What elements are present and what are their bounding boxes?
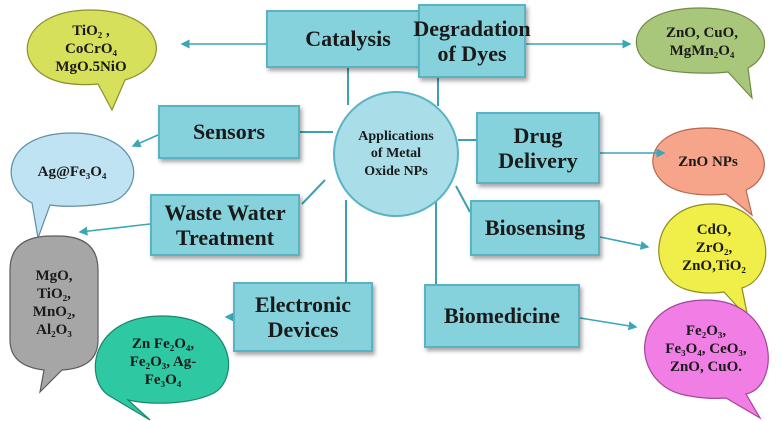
bubble-waste: [9, 235, 99, 394]
box-waste-water-treatment: Waste Water Treatment: [150, 194, 300, 256]
bubble-sensors: [10, 132, 135, 241]
bubble-biosensing: [658, 203, 767, 320]
bubble-electronic: [94, 315, 230, 421]
material-drug-delivery: ZnO NPs: [678, 154, 738, 170]
box-degradation-of-dyes: Degradation of Dyes: [413, 4, 531, 78]
box-drug-delivery: Drug Delivery: [476, 112, 600, 184]
arrow-lines: [78, 39, 666, 331]
box-biomedicine: Biomedicine: [424, 284, 580, 348]
connector-lines: [300, 66, 476, 284]
center-circle: [333, 91, 459, 217]
box-electronic-devices-label: Electronic Devices: [254, 291, 352, 342]
bubble-dyes: [635, 7, 765, 100]
material-sensors: Ag@Fe₃O₄: [37, 164, 107, 180]
box-electronic-devices: Electronic Devices: [233, 282, 373, 352]
material-catalysis: TiO₂ , CoCrO₄ MgO.5NiO: [55, 23, 127, 75]
box-drug-delivery-label: Drug Delivery: [498, 122, 578, 173]
material-waste-water-treatment: MgO, TiO₂, MnO₂, Al₂O₃: [32, 268, 76, 338]
box-biosensing-label: Biosensing: [484, 215, 586, 241]
material-biomedicine: Fe₂O₃, Fe₃O₄, CeO₃, ZnO, CuO.: [665, 323, 747, 375]
box-sensors: Sensors: [158, 105, 300, 159]
box-sensors-label: Sensors: [192, 119, 266, 145]
material-electronic-devices: Zn Fe₂O₄, Fe₂O₃, Ag- Fe₃O₄: [129, 336, 197, 388]
box-catalysis-label: Catalysis: [305, 26, 391, 52]
material-biosensing: CdO, ZrO₂, ZnO,TiO₂: [682, 222, 746, 274]
bubble-catalysis: [26, 9, 157, 112]
box-waste-water-treatment-label: Waste Water Treatment: [164, 199, 286, 250]
box-catalysis: Catalysis: [266, 10, 430, 68]
center-label: Applications of Metal Oxide NPs: [340, 118, 452, 190]
center-label-line-2: of Metal: [370, 146, 422, 162]
bubble-biomedicine: [644, 299, 769, 420]
material-degradation-of-dyes: ZnO, CuO, MgMn₂O₄: [665, 25, 739, 59]
box-biosensing: Biosensing: [470, 200, 600, 256]
box-biomedicine-label: Biomedicine: [443, 303, 561, 329]
box-degradation-of-dyes-label: Degradation of Dyes: [413, 15, 531, 66]
center-label-line-1: Applications: [358, 128, 434, 144]
center-label-line-3: Oxide NPs: [364, 163, 428, 179]
